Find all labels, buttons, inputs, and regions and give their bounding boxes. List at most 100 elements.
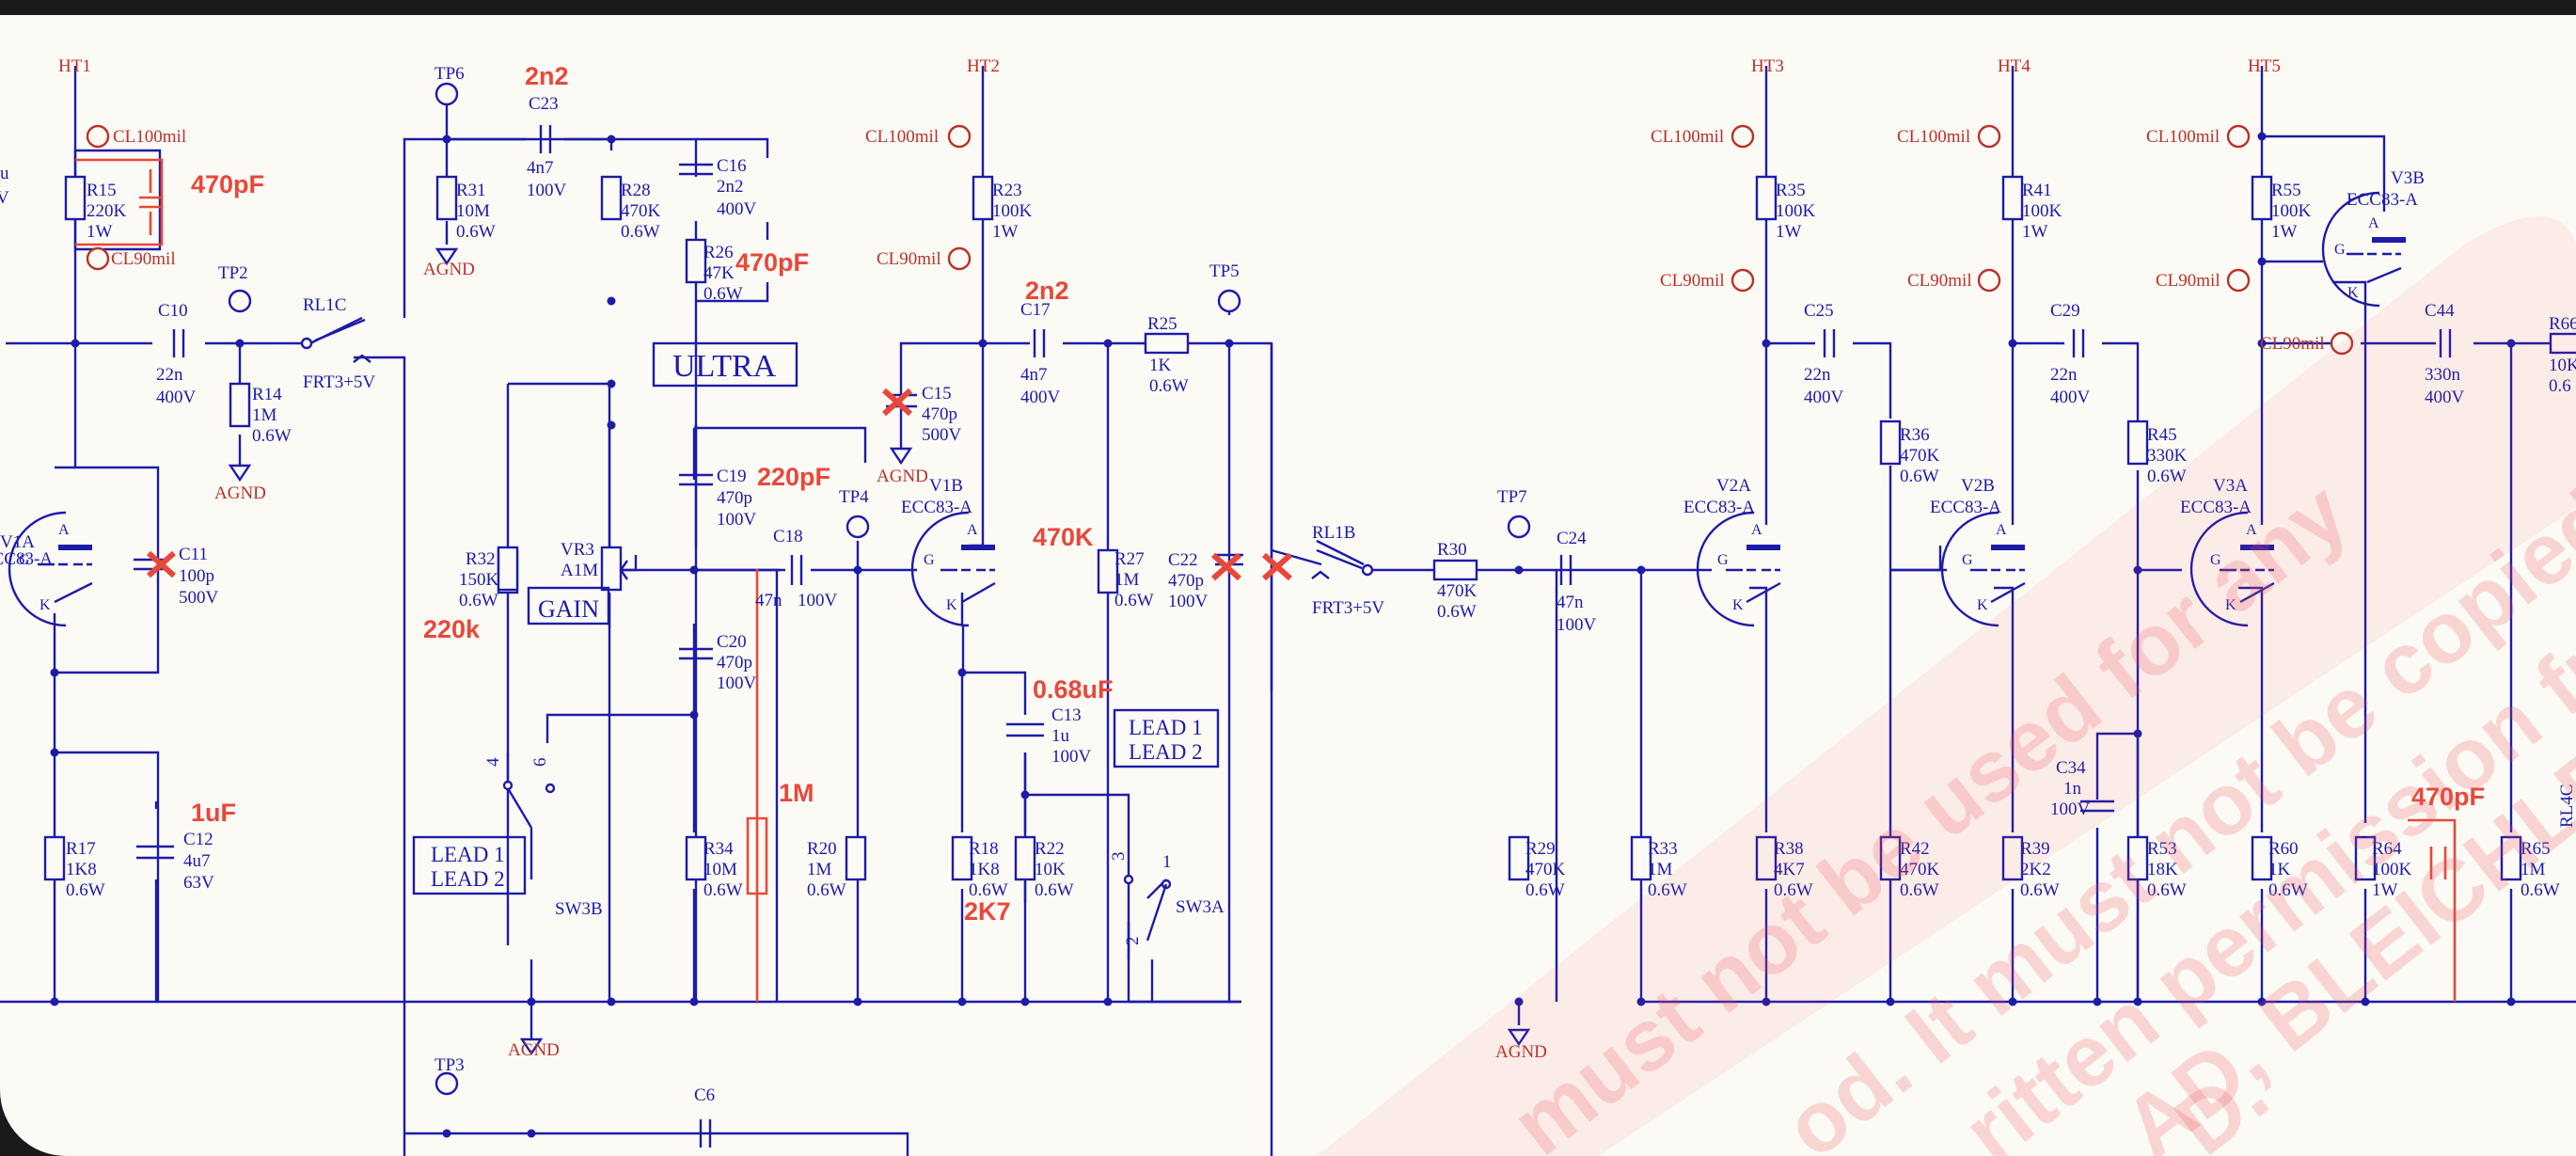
r60-rating: 0.6W — [2268, 880, 2308, 900]
tp4-label: TP4 — [839, 487, 869, 507]
c15-rating: 500V — [922, 425, 962, 445]
r29: R29 — [1525, 839, 1556, 859]
component-labels: HT1 HT2 HT3 HT4 HT5 CL100mil CL90mil CL1… — [0, 56, 2576, 1105]
copyright-watermark: must not be used for any od. It must not… — [1317, 216, 2576, 1156]
annotation-220k: 220k — [423, 615, 481, 643]
pin-g: G — [924, 552, 935, 568]
c34-rating: 100V — [2050, 800, 2091, 819]
pin-g: G — [2210, 552, 2221, 568]
r32-value: 150K — [459, 570, 499, 590]
pin-k: K — [1732, 597, 1744, 613]
r35-rating: 1W — [1776, 222, 1802, 242]
annotation-2k7: 2K7 — [964, 897, 1011, 926]
r18-rating: 0.6W — [969, 880, 1008, 900]
lead2-label: LEAD 2 — [1129, 740, 1203, 764]
r65: R65 — [2521, 839, 2551, 859]
cl90-label: CL90mil — [2260, 334, 2325, 354]
r38-rating: 0.6W — [1774, 880, 1813, 900]
r18-value: 1K8 — [969, 860, 1000, 879]
r35: R35 — [1776, 181, 1806, 200]
c23-rating: 100V — [527, 181, 567, 200]
c29-rating: 400V — [2050, 388, 2091, 407]
pin-g: G — [1962, 552, 1973, 568]
r15-rating: 1W — [87, 222, 113, 242]
r45-value: 330K — [2147, 446, 2188, 466]
c13: C13 — [1051, 705, 1082, 725]
r41-value: 100K — [2022, 201, 2062, 221]
agnd-label: AGND — [1495, 1042, 1547, 1062]
tp3-label: TP3 — [435, 1055, 465, 1075]
handwritten-annotations: 470pF 470pF 470pF 2n2 2n2 220pF 470K 0.6… — [191, 62, 2485, 926]
r35-value: 100K — [1776, 201, 1816, 221]
schematic-sheet: HT1 HT2 HT3 HT4 HT5 CL100mil CL90mil CL1… — [0, 15, 2576, 1156]
agnd-label: AGND — [214, 483, 266, 503]
r39-rating: 0.6W — [2020, 880, 2060, 900]
annotation-470pf: 470pF — [191, 170, 264, 198]
r66-rating: 0.6 — [2549, 376, 2571, 396]
c20-value: 470p — [717, 653, 752, 673]
frt-label: FRT3+5V — [1312, 598, 1384, 618]
r33: R33 — [1648, 839, 1678, 859]
c20-rating: 100V — [717, 673, 757, 693]
r34: R34 — [703, 839, 734, 859]
frt-label: FRT3+5V — [303, 372, 375, 392]
r38: R38 — [1774, 839, 1804, 859]
pin-a: A — [1751, 522, 1762, 538]
r14-rating: 0.6W — [252, 426, 292, 446]
tube-type: ECC83-A — [901, 498, 972, 517]
lead2-label: LEAD 2 — [431, 867, 505, 891]
c6: C6 — [694, 1085, 715, 1105]
r36: R36 — [1900, 425, 1930, 445]
r53-value: 18K — [2147, 860, 2178, 879]
c25: C25 — [1804, 301, 1834, 321]
pin-g: G — [2334, 242, 2346, 258]
rl4c-label: RL4C — [2557, 784, 2576, 828]
tube-v3a: V3A — [2213, 476, 2248, 496]
vr3-value: A1M — [561, 561, 598, 580]
r25-rating: 0.6W — [1149, 376, 1189, 396]
c17: C17 — [1020, 300, 1051, 320]
cl100-label: CL100mil — [865, 127, 939, 147]
pin-label: 2 — [1123, 937, 1143, 946]
test-points — [228, 82, 1531, 1096]
r65-value: 1M — [2521, 860, 2546, 879]
edge-fragment: u — [0, 164, 9, 183]
r30: R30 — [1437, 540, 1467, 560]
net-flags — [73, 66, 2354, 356]
rl1b-label: RL1B — [1312, 523, 1355, 543]
ht1-label: HT1 — [58, 56, 91, 76]
r39: R39 — [2020, 839, 2050, 859]
cl100-label: CL100mil — [2146, 127, 2220, 147]
annotation-470pf: 470pF — [735, 248, 809, 277]
tp6-label: TP6 — [435, 64, 465, 84]
switches — [300, 318, 1374, 942]
ht2-label: HT2 — [967, 56, 1000, 76]
pin-label: 4 — [483, 757, 503, 767]
r55-value: 100K — [2271, 201, 2312, 221]
r60: R60 — [2268, 839, 2299, 859]
r31: R31 — [456, 181, 486, 200]
r41-rating: 1W — [2022, 222, 2048, 242]
annotation-2n2: 2n2 — [525, 62, 569, 90]
r22-value: 10K — [1035, 860, 1066, 879]
ht4-label: HT4 — [1998, 56, 2031, 76]
pin-g: G — [19, 552, 30, 568]
r33-value: 1M — [1648, 860, 1673, 879]
cl90-label: CL90mil — [1660, 271, 1725, 291]
sw3a-label: SW3A — [1176, 897, 1225, 917]
cl90-label: CL90mil — [111, 249, 176, 269]
agnd-label: AGND — [423, 260, 475, 279]
r31-rating: 0.6W — [456, 222, 496, 242]
tp2-label: TP2 — [218, 263, 248, 283]
r55-rating: 1W — [2271, 222, 2298, 242]
c10-value: 22n — [156, 365, 183, 385]
tube-v2a: V2A — [1716, 476, 1751, 496]
r33-rating: 0.6W — [1648, 880, 1687, 900]
lead1-label: LEAD 1 — [1129, 716, 1203, 739]
r27-value: 1M — [1114, 570, 1140, 590]
r31-value: 10M — [456, 201, 490, 221]
gain-title: GAIN — [538, 595, 599, 623]
pin-k: K — [946, 597, 957, 613]
c13-rating: 100V — [1051, 747, 1092, 767]
